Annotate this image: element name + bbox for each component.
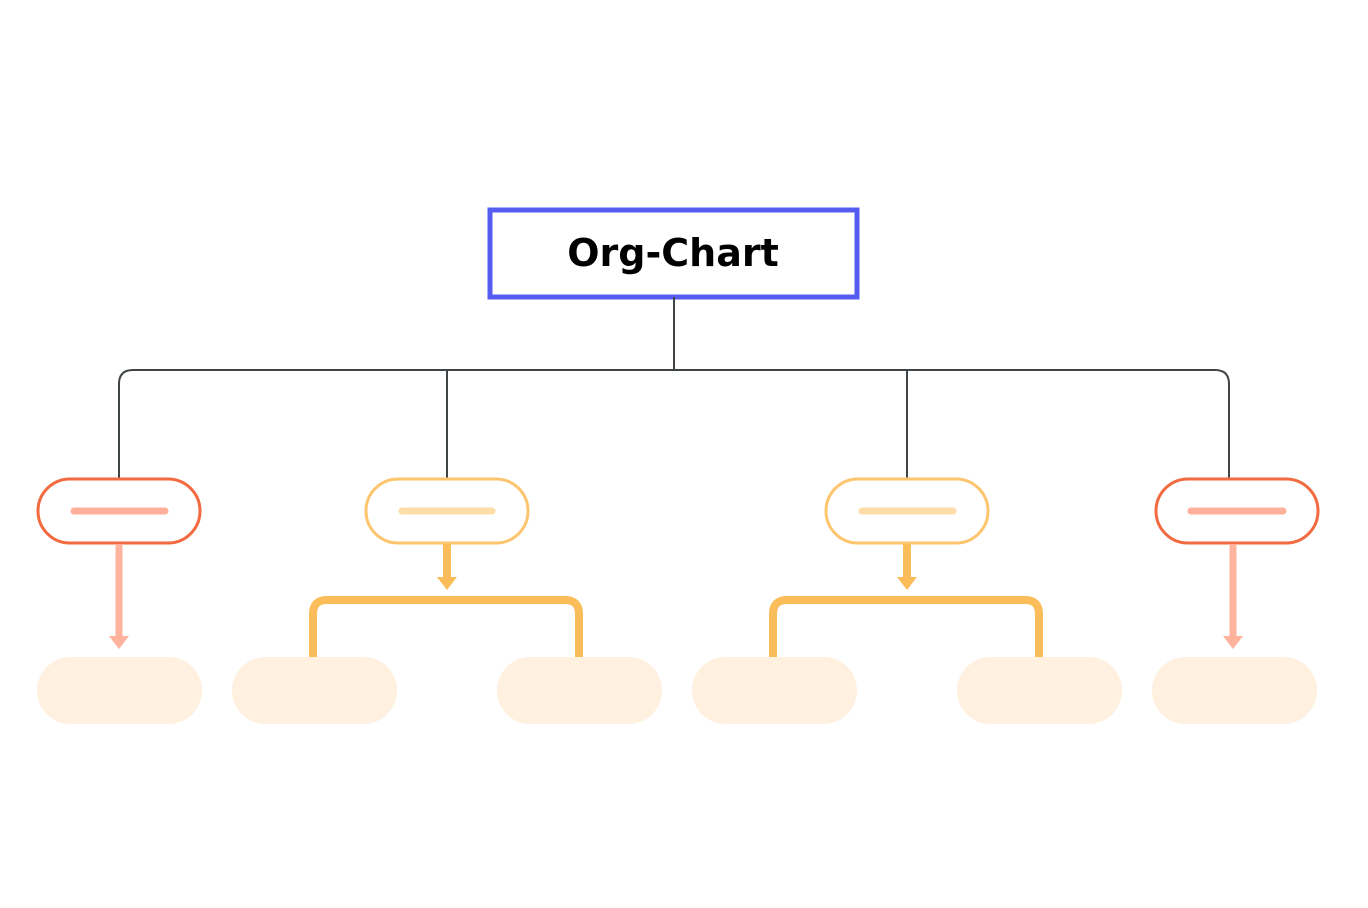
arrowhead-down-icon [1223,636,1243,649]
level1-node-3[interactable] [824,477,990,545]
arrow-node-4-to-leaf-6 [1223,544,1243,649]
leaf-node-6[interactable] [1152,657,1317,724]
level1-node-4[interactable] [1154,477,1320,545]
arrowhead-down-icon [437,577,457,590]
root-node[interactable]: Org-Chart [487,207,860,300]
branch-bracket-3 [769,596,1043,658]
horizontal-bus-line [118,369,1230,478]
leaf-node-2[interactable] [232,657,397,724]
leaf-node-5[interactable] [957,657,1122,724]
arrowhead-down-icon [897,577,917,590]
branch-node-3 [769,544,1043,658]
branch-bracket-2 [309,596,583,658]
leaf-node-3[interactable] [497,657,662,724]
leaf-nodes [37,657,1317,724]
leaf-node-1[interactable] [37,657,202,724]
root-connectors [118,297,1230,478]
root-node-box [487,207,860,300]
leaf-node-4[interactable] [692,657,857,724]
arrow-node-1-to-leaf-1 [109,544,129,649]
level1-node-2[interactable] [364,477,530,545]
root-node-title: Org-Chart [567,231,779,275]
arrowhead-down-icon [109,636,129,649]
level1-node-1[interactable] [36,477,202,545]
branch-node-2 [309,544,583,658]
